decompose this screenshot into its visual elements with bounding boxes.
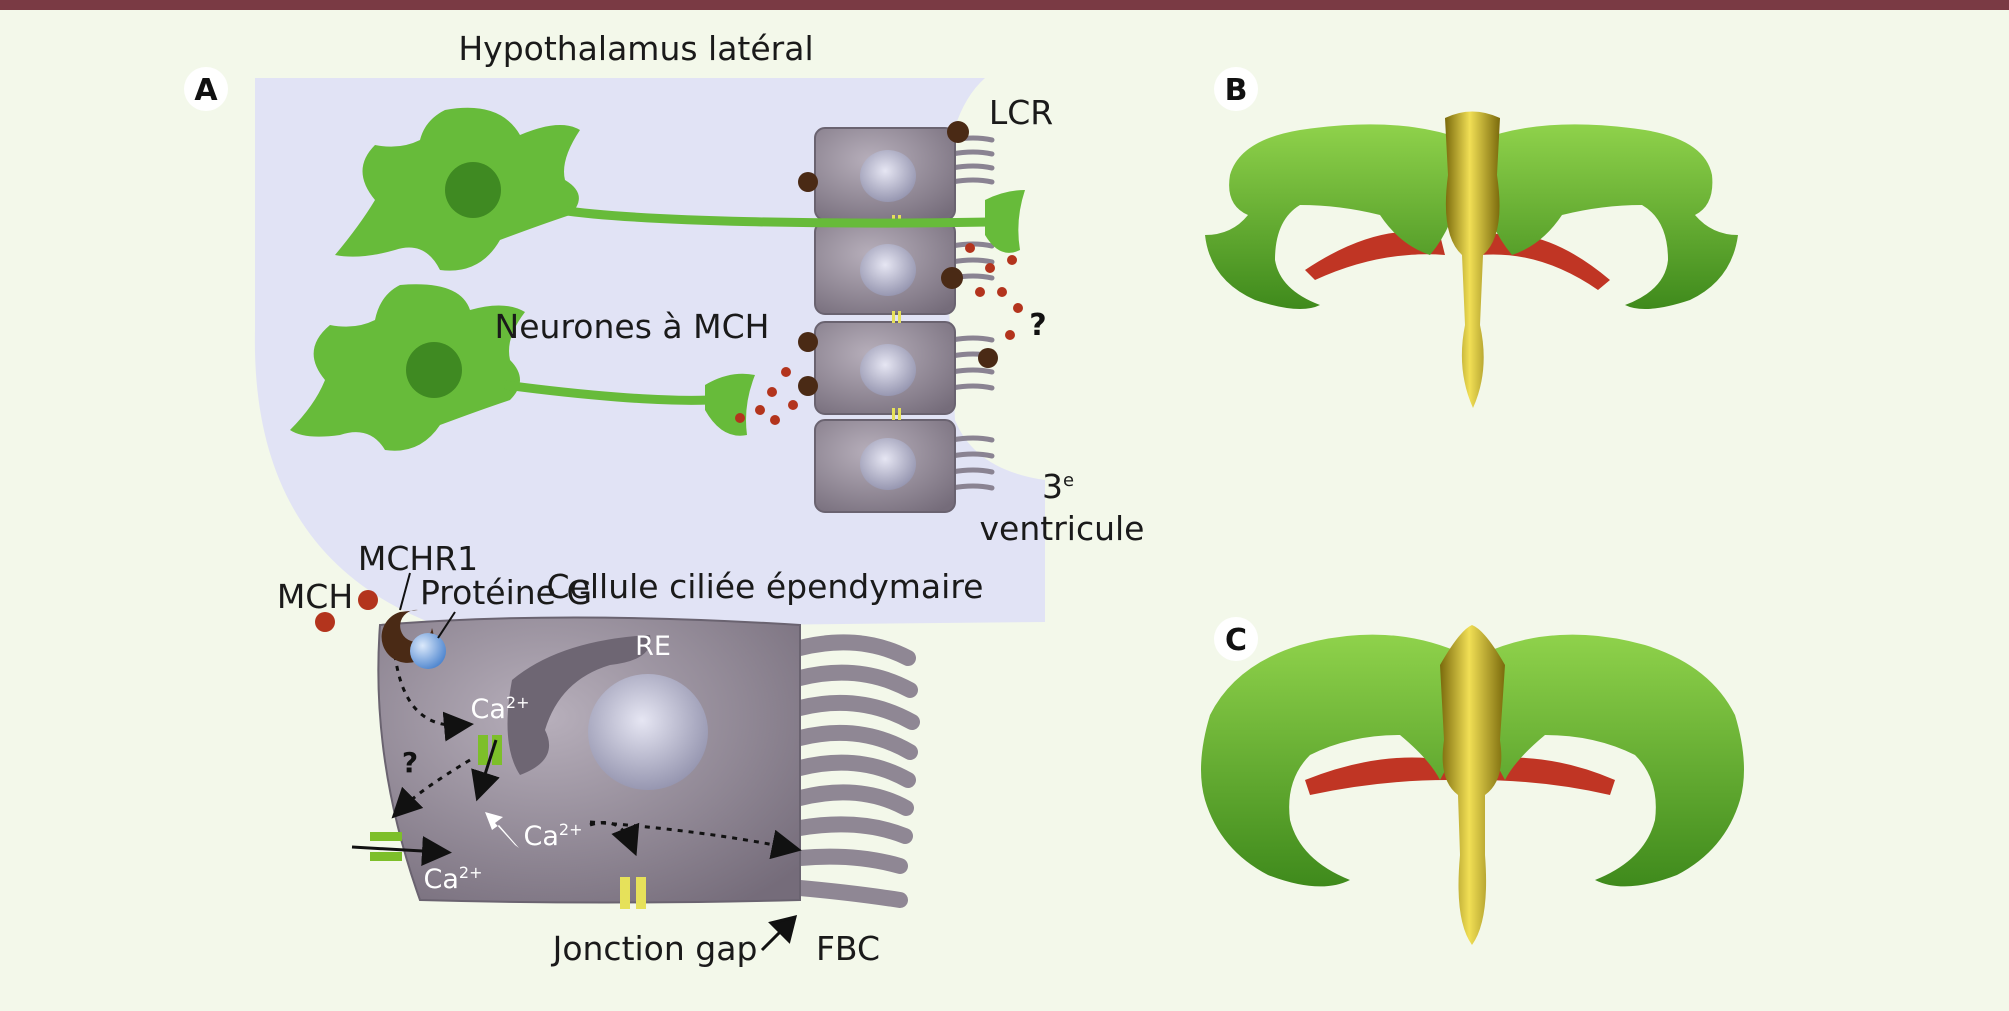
choroid-plexus-b: [1305, 231, 1610, 290]
hypothalamus-label: Hypothalamus latéral: [458, 29, 813, 68]
mch-granule-a: [358, 590, 378, 610]
svg-text:C: C: [1225, 623, 1247, 658]
ependymal-cell-stack: [798, 121, 998, 513]
lateral-ventricle-b-right: [1480, 124, 1738, 309]
svg-text:A: A: [194, 73, 218, 108]
panel-marker-a: A: [184, 67, 228, 111]
mchr1-label: MCHR1: [358, 539, 478, 578]
fbc-label: FBC: [816, 929, 880, 968]
mch-neuron-upper: [335, 107, 1025, 271]
ca-label-1: Ca2+: [471, 693, 530, 725]
ca-release-arrow: [485, 812, 519, 848]
mch-granule-b: [315, 612, 335, 632]
cilia-large: [792, 634, 920, 908]
g-protein: [410, 633, 446, 669]
signal-arrows: [391, 654, 802, 860]
proteine-g-label: Protéine G: [420, 573, 592, 612]
question-mark-cell: ?: [402, 746, 418, 779]
header-bar: [0, 0, 2009, 10]
ca-influx-arrow-2: [351, 836, 452, 866]
ca-label-3: Ca2+: [424, 863, 483, 895]
lateral-ventricle-c-left: [1201, 634, 1465, 887]
third-ventricle-b: [1445, 111, 1500, 408]
fbc-arrow: [760, 914, 798, 952]
ca-influx-arrow-1: [471, 739, 500, 802]
mch-label: MCH: [277, 577, 353, 616]
cellule-label: Cellule ciliée épendymaire: [547, 567, 984, 606]
question-mark-top: ?: [1029, 308, 1046, 343]
lcr-label: LCR: [989, 93, 1053, 132]
ventricule-number-label: 3e: [1042, 467, 1074, 506]
ca-channel-2: [370, 832, 402, 861]
lateral-ventricle-c-right: [1480, 634, 1744, 887]
neurones-label: Neurones à MCH: [495, 307, 770, 346]
g-protein-pointer: [437, 611, 456, 639]
ventricle-model-c: [1201, 625, 1744, 945]
lateral-ventricle-b-left: [1205, 124, 1465, 309]
ca-label-2: Ca2+: [524, 820, 583, 852]
ventricle-model-b: [1205, 111, 1738, 408]
ca-channel-1: [478, 735, 502, 765]
mchr1-receptors-stack: [798, 121, 998, 396]
choroid-plexus-c: [1305, 757, 1615, 795]
ventricule-label: ventricule: [980, 509, 1145, 548]
jonction-label: Jonction gap: [551, 929, 758, 968]
panel-marker-c: C: [1214, 617, 1258, 661]
panel-marker-b: B: [1214, 67, 1258, 111]
ependymal-cell-large: [351, 616, 920, 909]
re-label: RE: [635, 631, 671, 662]
mchr1-pointer: [399, 572, 411, 611]
third-ventricle-c: [1440, 625, 1505, 945]
svg-text:B: B: [1225, 73, 1248, 108]
gap-junction-large: [620, 877, 646, 909]
mch-granules-stack: [735, 243, 1023, 425]
